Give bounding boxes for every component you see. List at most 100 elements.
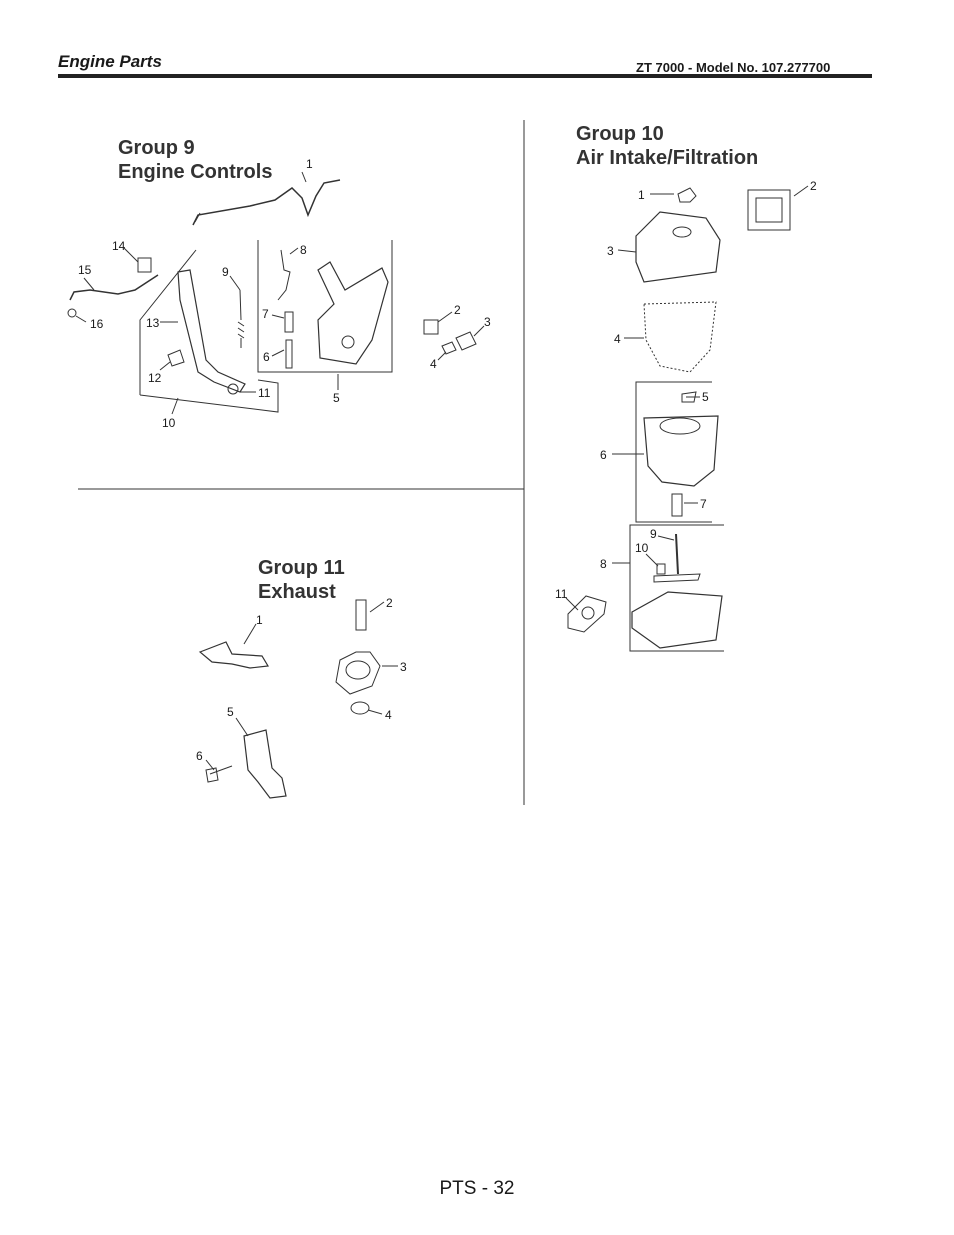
g10-nut-shape: [681, 391, 697, 403]
g10-callout-5: 5: [702, 390, 709, 404]
g9-screw-3-shape: [441, 341, 457, 355]
group10-title-line2: Air Intake/Filtration: [576, 147, 759, 169]
g10-element-top: [659, 417, 701, 435]
g9-leader-15: [83, 277, 95, 291]
g9-lever-assembly-outline: [139, 249, 279, 413]
g10-foam-element-shape: [643, 301, 717, 373]
g10-knob-shape: [677, 187, 697, 203]
g11-screw-shape: [205, 765, 233, 783]
g11-leader-5: [235, 717, 249, 737]
g11-callout-6: 6: [196, 749, 203, 763]
g10-screw-shape: [656, 563, 666, 575]
g11-leader-6: [205, 759, 215, 771]
g9-bracket-hole-shape: [341, 335, 355, 349]
g9-clamp-shape: [423, 319, 439, 335]
g10-spacer-shape: [671, 493, 683, 517]
g9-callout-6: 6: [263, 350, 270, 364]
g9-leader-8: [289, 247, 299, 255]
g10-stud-shape: [675, 533, 679, 575]
g9-leader-1: [301, 171, 307, 183]
group9-art: [67, 171, 485, 415]
g10-callout-10: 10: [635, 541, 649, 555]
g10-leader-11: [565, 597, 579, 611]
g9-callout-7: 7: [262, 307, 269, 321]
g10-leader-9: [657, 535, 675, 541]
g11-leader-4: [367, 709, 383, 715]
group9-title: Group 9 Engine Controls: [118, 136, 272, 184]
g11-gasket-hole: [345, 660, 371, 680]
g10-callout-9: 9: [650, 527, 657, 541]
g10-gasket-hole: [581, 606, 595, 620]
g10-callout-1: 1: [638, 188, 645, 202]
g10-callout-7: 7: [700, 497, 707, 511]
g9-callout-4: 4: [430, 357, 437, 371]
g10-callout-6: 6: [600, 448, 607, 462]
g9-callout-3: 3: [484, 315, 491, 329]
g9-leader-9: [229, 275, 241, 291]
g9-bolt-shape: [167, 349, 185, 367]
group10-title: Group 10 Air Intake/Filtration: [576, 122, 758, 170]
g10-callout-2: 2: [810, 179, 817, 193]
g11-callout-4: 4: [385, 708, 392, 722]
g10-cover-shape: [635, 211, 721, 283]
g9-leader-2: [437, 311, 453, 323]
g9-callout-5: 5: [333, 391, 340, 405]
g9-nut-shape: [227, 383, 239, 395]
g10-leader-10: [645, 553, 659, 567]
section-title: Engine Parts: [58, 52, 162, 71]
group11-callouts: 1 2 3 4 5 6: [196, 596, 407, 763]
g10-leader-2: [793, 185, 809, 197]
g9-callout-14: 14: [112, 239, 126, 253]
g9-leader-10: [171, 397, 179, 415]
g10-base-box: [629, 524, 724, 652]
g11-heat-shield-shape: [198, 641, 269, 669]
g9-control-lever-shape: [177, 269, 246, 393]
g9-screw-2-shape: [455, 331, 477, 351]
group11-title-line2: Exhaust: [258, 581, 336, 603]
g9-washer-shape: [67, 308, 77, 318]
g9-screw-shape: [285, 339, 293, 369]
g10-callout-11: 11: [555, 587, 568, 601]
g9-callout-10: 10: [162, 416, 176, 430]
g9-callout-9: 9: [222, 265, 229, 279]
page-number: PTS - 32: [439, 1178, 515, 1199]
g10-precleaner-inner: [755, 197, 783, 223]
g11-stud-shape: [355, 599, 367, 631]
group10-art: [565, 185, 809, 652]
g11-callout-1: 1: [256, 613, 263, 627]
g9-leader-7: [271, 314, 285, 319]
g10-paper-element-shape: [643, 415, 719, 487]
g9-callout-8: 8: [300, 243, 307, 257]
g9-callout-11: 11: [258, 386, 271, 400]
g11-leader-1: [243, 623, 257, 645]
g9-spring-shape: [237, 289, 245, 348]
g11-bracket-shape: [243, 729, 287, 799]
g11-leader-2: [369, 601, 385, 613]
g9-throttle-rod-shape: [192, 179, 341, 226]
group10-title-line1: Group 10: [576, 123, 664, 145]
g11-callout-3: 3: [400, 660, 407, 674]
g10-precleaner-shape: [747, 189, 791, 231]
g9-callout-15: 15: [78, 263, 92, 277]
g10-callout-3: 3: [607, 244, 614, 258]
g9-callout-13: 13: [146, 316, 160, 330]
g9-leader-12: [159, 361, 171, 371]
g9-callout-2: 2: [454, 303, 461, 317]
group11-title-line1: Group 11: [258, 557, 345, 579]
g10-bracket-shape: [653, 573, 701, 583]
g11-gasket-shape: [335, 651, 381, 695]
g9-callout-12: 12: [148, 371, 162, 385]
g10-callout-4: 4: [614, 332, 621, 346]
g11-nut-shape: [350, 701, 370, 715]
g10-callout-8: 8: [600, 557, 607, 571]
g9-callout-16: 16: [90, 317, 104, 331]
g9-callout-1: 1: [306, 157, 313, 171]
g9-throttle-rod-end-shape: [194, 212, 201, 223]
g9-choke-rod-shape: [69, 274, 159, 301]
g10-leader-3: [617, 249, 637, 253]
g10-gasket-shape: [567, 595, 607, 633]
g9-control-bracket-shape: [317, 261, 389, 365]
group9-title-line1: Group 9: [118, 137, 195, 159]
group11-title: Group 11 Exhaust: [258, 556, 345, 604]
